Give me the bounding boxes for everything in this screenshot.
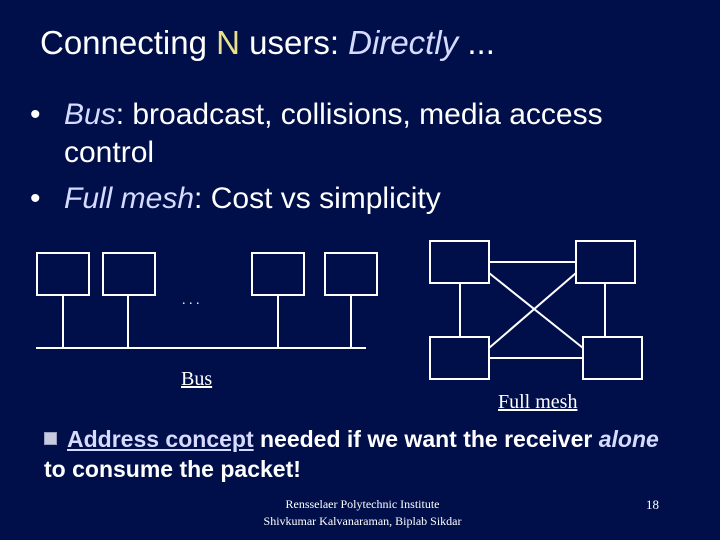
mesh-node — [429, 336, 490, 380]
title-part2: users: — [239, 24, 349, 61]
mesh-node — [575, 240, 636, 284]
bullet-bus: • Bus: broadcast, collisions, media acce… — [30, 96, 690, 172]
title-part1: Connecting — [40, 24, 217, 61]
bullet-marker: • — [30, 98, 41, 131]
bullet-term: Bus — [64, 98, 116, 131]
title-ellipsis: ... — [458, 24, 495, 61]
bullet-full-mesh: • Full mesh: Cost vs simplicity — [30, 180, 690, 218]
bus-topology — [36, 252, 378, 349]
mesh-link — [488, 272, 577, 349]
mesh-link — [488, 272, 584, 349]
title-n: N — [216, 24, 240, 61]
bullet-term: Full mesh — [64, 182, 195, 215]
footer-institution: Rensselaer Polytechnic Institute — [285, 497, 440, 511]
bus-node — [251, 252, 305, 296]
note-emphasis: alone — [598, 426, 659, 452]
bullet-marker: • — [30, 182, 41, 215]
note-text: needed if we want the receiver — [253, 426, 599, 452]
note-text-end: to consume the packet! — [44, 456, 301, 482]
footer-authors: Shivkumar Kalvanaraman, Biplab Sikdar — [263, 514, 462, 528]
bus-node — [102, 252, 156, 296]
page-number: 18 — [646, 497, 659, 512]
mesh-node — [429, 240, 490, 284]
address-note: Address concept needed if we want the re… — [44, 424, 684, 484]
mesh-label: Full mesh — [498, 391, 578, 413]
bullet-list: • Bus: broadcast, collisions, media acce… — [30, 96, 690, 226]
bus-node — [36, 252, 90, 296]
footer: Rensselaer Polytechnic Institute Shivkum… — [240, 496, 485, 530]
mesh-node — [582, 336, 643, 380]
mesh-topology — [429, 240, 643, 380]
address-concept-link[interactable]: Address concept — [67, 426, 254, 452]
bullet-text: : Cost vs simplicity — [194, 182, 441, 215]
bus-dots: . . . — [182, 293, 200, 308]
square-bullet-icon — [44, 432, 57, 445]
slide-title: Connecting N users: Directly ... — [40, 24, 495, 62]
bus-label: Bus — [181, 368, 213, 390]
bus-node — [324, 252, 378, 296]
bullet-text: : broadcast, collisions, media access co… — [64, 98, 603, 169]
title-directly: Directly — [348, 24, 459, 61]
